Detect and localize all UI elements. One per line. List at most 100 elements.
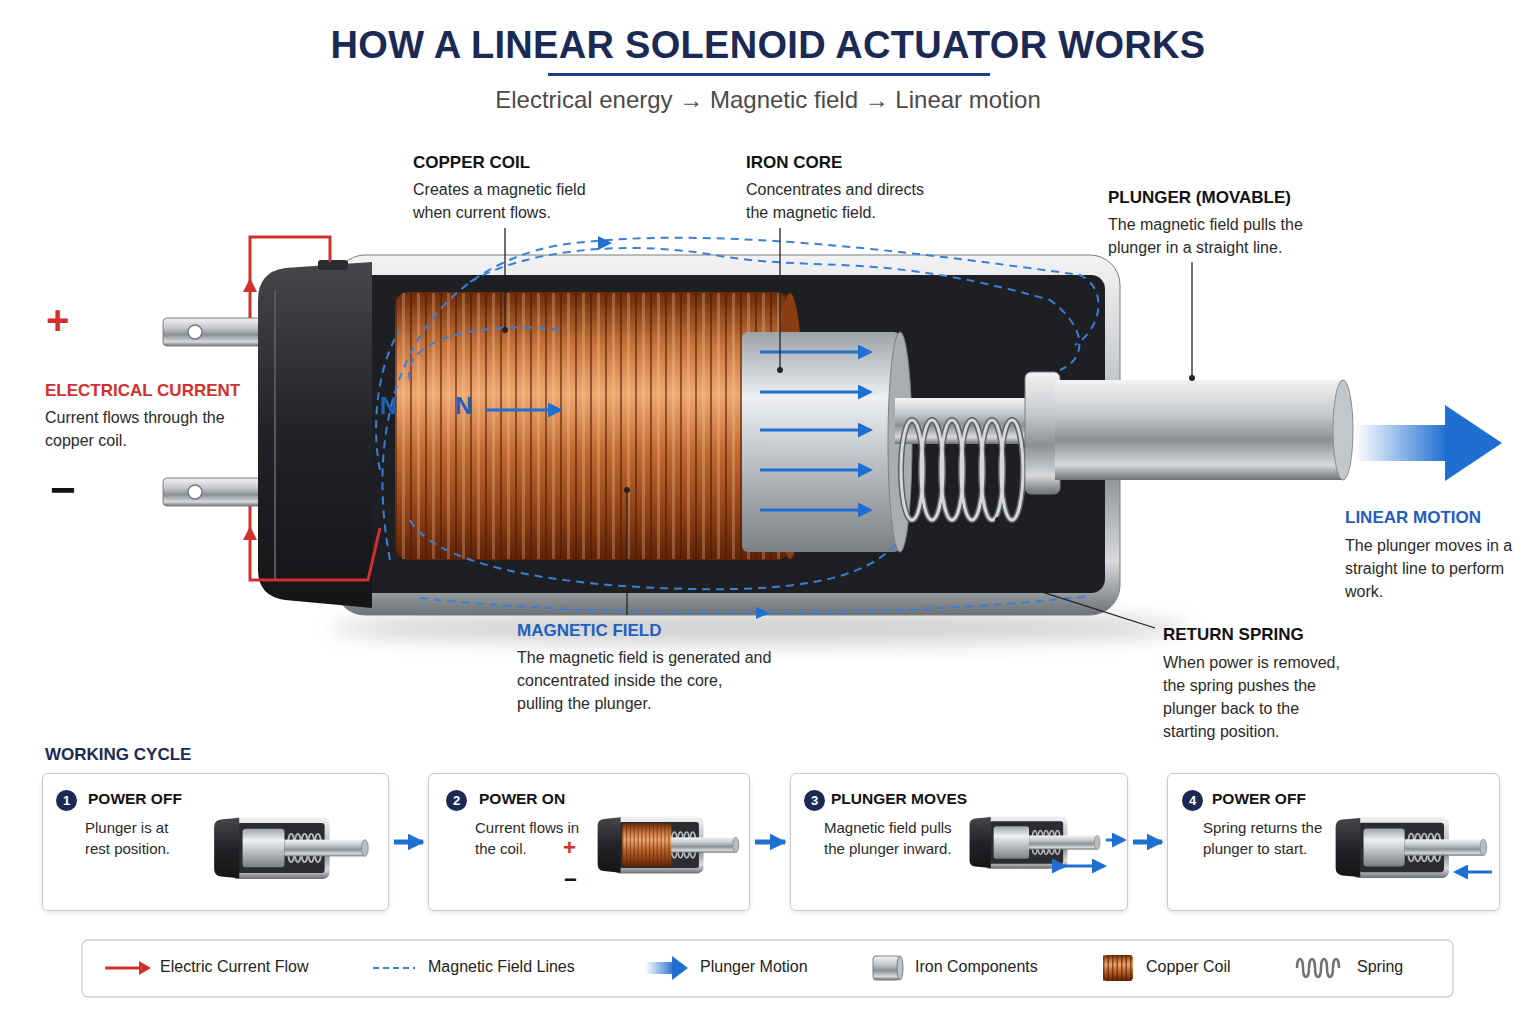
copper-coil (395, 293, 790, 559)
field-arrows (760, 351, 870, 354)
magnetic-field-lines (376, 238, 1098, 613)
legend-text: Plunger Motion (700, 958, 808, 976)
legend-samples (1103, 955, 1133, 981)
step-number: 4 (1189, 794, 1196, 807)
legend-samples (897, 956, 903, 980)
plunger (895, 372, 1353, 520)
leader-lines (626, 490, 627, 615)
legend-samples (1297, 959, 1339, 977)
callout-text: The magnetic field pulls the plunger in … (1108, 213, 1323, 259)
magnetic-field-lines (420, 596, 1090, 613)
return-spring (1001, 420, 1023, 520)
motion-arrow (1355, 425, 1447, 461)
cycle-mini-illustrations (214, 817, 368, 879)
copper-coil (395, 293, 790, 559)
magnetic-field-lines (382, 238, 1098, 560)
cycle-mini-illustrations (214, 816, 1487, 879)
field-direction-marks (598, 236, 770, 619)
terminals (188, 325, 202, 339)
field-arrows (485, 352, 870, 510)
iron-core (742, 332, 912, 552)
current-arrowheads (243, 278, 257, 292)
diagram-title: HOW A LINEAR SOLENOID ACTUATOR WORKS (0, 24, 1536, 67)
leader-dots (502, 327, 508, 333)
callout-text: The plunger moves in a straight line to … (1345, 534, 1525, 603)
diagram-caption: Electrical energy → Magnetic field → Lin… (0, 86, 1536, 114)
magnetic-field-lines (376, 330, 400, 470)
cycle-motion-arrows (1064, 865, 1104, 868)
step-heading: PLUNGER MOVES (831, 790, 967, 808)
step-number-circle: 1 (56, 790, 77, 811)
copper-coil (395, 292, 790, 560)
legend-text: Iron Components (915, 958, 1038, 976)
cycle-step-panel: POWER OFF Plunger is at rest position. 1 (42, 773, 389, 911)
legend-frame (82, 940, 1453, 997)
cycle-motion-arrows (1456, 871, 1492, 874)
cycle-arrow (755, 840, 785, 845)
field-arrows (485, 409, 560, 412)
step-number-circle: 3 (804, 790, 825, 811)
current-arrowheads (243, 526, 257, 540)
leader-dots (502, 327, 1195, 581)
magnetic-field-lines (470, 248, 1079, 370)
pole-label: N (455, 392, 472, 420)
callout-heading: IRON CORE (746, 153, 842, 173)
legend-text: Magnetic Field Lines (428, 958, 575, 976)
magnetic-field-lines (410, 520, 900, 589)
callout-text: When power is removed, the spring pushes… (1163, 651, 1353, 743)
magnetic-field-lines (409, 327, 560, 380)
callout-text: Current flows through the copper coil. (45, 406, 225, 452)
legend-samples (672, 956, 688, 980)
cycle-step-panel: POWER OFF Spring returns the plunger to s… (1167, 773, 1500, 911)
plunger (1055, 380, 1345, 480)
title-underline (548, 73, 990, 76)
current-arrowheads (243, 278, 257, 540)
field-direction-marks (598, 236, 612, 250)
leader-dots (624, 487, 630, 493)
step-text: Magnetic field pulls the plunger inward. (824, 817, 962, 859)
leader-lines (505, 228, 1192, 628)
step-number: 1 (63, 794, 70, 807)
legend-text: Electric Current Flow (160, 958, 308, 976)
step-text: Plunger is at rest position. (85, 817, 190, 859)
field-direction-marks (756, 607, 770, 619)
polarity-sign: + (563, 836, 576, 860)
cycle-motion-arrows (1106, 839, 1124, 842)
step-heading: POWER OFF (1212, 790, 1306, 808)
cycle-arrow (394, 840, 423, 845)
housing-shell (335, 255, 1120, 615)
legend-samples (373, 967, 415, 969)
end-cap (274, 290, 276, 580)
leader-dots (995, 575, 1001, 581)
step-number: 2 (453, 794, 460, 807)
step-heading: POWER ON (479, 790, 565, 808)
end-cap (318, 260, 348, 270)
leader-dots (777, 367, 783, 373)
leader-dots (995, 517, 1001, 523)
step-text: Spring returns the plunger to start. (1203, 817, 1333, 859)
step-number-circle: 2 (446, 790, 467, 811)
leader-lines (504, 228, 505, 330)
terminals (188, 485, 202, 499)
housing-shell (335, 255, 1120, 615)
housing-shell (360, 275, 1105, 593)
leader-lines (1191, 262, 1192, 378)
cycle-arrow (1133, 840, 1162, 845)
callout-heading: PLUNGER (MOVABLE) (1108, 188, 1291, 208)
end-cap (258, 260, 372, 608)
callout-heading: COPPER COIL (413, 153, 530, 173)
legend-text: Copper Coil (1146, 958, 1230, 976)
callout-text: Creates a magnetic field when current fl… (413, 178, 603, 224)
field-arrows (760, 509, 870, 512)
end-cap (258, 262, 372, 608)
pole-label: N (380, 392, 397, 420)
step-number: 3 (811, 794, 818, 807)
motion-arrow (1445, 405, 1502, 481)
terminals (163, 318, 268, 346)
motion-arrow (1355, 405, 1502, 481)
cycle-step-panel: PLUNGER MOVES Magnetic field pulls the pl… (790, 773, 1128, 911)
callout-text: Concentrates and directs the magnetic fi… (746, 178, 946, 224)
step-heading: POWER OFF (88, 790, 182, 808)
current-wires (250, 237, 330, 318)
current-wires (250, 506, 380, 580)
